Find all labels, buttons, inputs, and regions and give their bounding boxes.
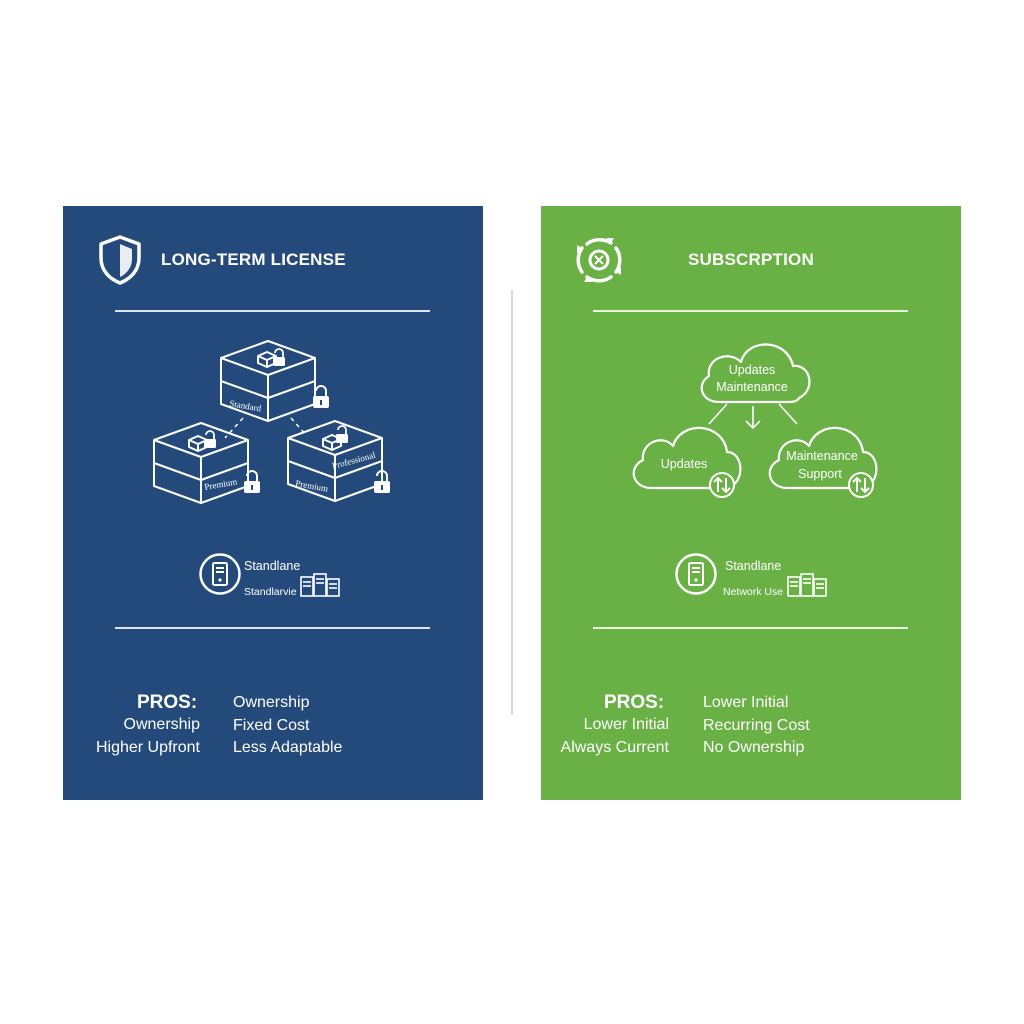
subscription-panel: SUBSCRPTION Updates Maintenance Updates … bbox=[541, 206, 961, 800]
lock-icon bbox=[244, 470, 260, 493]
server-icon bbox=[199, 553, 241, 595]
cloud-left-label: Updates bbox=[661, 457, 708, 471]
subscription-deployment-line1: Standlane bbox=[725, 559, 782, 573]
server-icon bbox=[675, 553, 717, 595]
sync-icon bbox=[848, 472, 874, 498]
long-term-license-panel: LONG-TERM LICENSE bbox=[63, 206, 483, 800]
subscription-left-column: Lower Initial Always Current bbox=[561, 714, 669, 759]
subscription-pros-label: PROS: bbox=[604, 692, 665, 713]
list-item: Ownership bbox=[233, 694, 310, 711]
list-item: Less Adaptable bbox=[233, 739, 343, 756]
cloud-right-line1: Maintenance bbox=[786, 449, 858, 463]
shield-icon bbox=[99, 235, 141, 285]
list-item: Recurring Cost bbox=[703, 716, 810, 734]
license-bottom-divider bbox=[115, 627, 430, 629]
lock-icon bbox=[313, 385, 329, 408]
list-item: Ownership bbox=[123, 716, 200, 733]
license-right-column: Ownership Fixed Cost Less Adaptable bbox=[233, 692, 342, 760]
list-item: No Ownership bbox=[703, 739, 805, 756]
lock-icon bbox=[336, 425, 348, 443]
subscription-bottom-divider bbox=[593, 627, 908, 629]
cloud-icon bbox=[700, 343, 811, 404]
professional-label: Professional bbox=[331, 450, 377, 471]
professional-edition-box bbox=[287, 420, 383, 502]
subscription-deployment-line2: Network Use bbox=[723, 586, 784, 598]
list-item: Fixed Cost bbox=[233, 716, 310, 734]
license-title: LONG-TERM LICENSE bbox=[161, 250, 346, 269]
subscription-top-divider bbox=[593, 310, 908, 312]
list-item: Always Current bbox=[560, 738, 669, 756]
center-divider bbox=[511, 290, 513, 715]
premium-label-right: Premium bbox=[295, 478, 329, 494]
list-item: Lower Initial bbox=[703, 694, 789, 711]
license-editions-illustration: Standard Premium Professional Premium bbox=[153, 340, 390, 504]
license-deployment-line1: Standlane bbox=[244, 559, 301, 573]
license-pros-label: PROS: bbox=[137, 692, 198, 713]
subscription-right-column: Lower Initial Recurring Cost No Ownershi… bbox=[703, 692, 810, 760]
lock-icon bbox=[374, 470, 390, 493]
cloud-right-line2: Support bbox=[798, 467, 842, 481]
cloud-top-line2: Maintenance bbox=[716, 380, 788, 394]
list-item: Higher Upfront bbox=[95, 738, 200, 756]
lock-icon bbox=[204, 430, 216, 448]
cloud-top-line1: Updates bbox=[729, 363, 776, 377]
license-top-divider bbox=[115, 310, 430, 312]
premium-label: Premium bbox=[204, 476, 238, 492]
list-item: Lower Initial bbox=[583, 716, 669, 733]
license-left-column: Ownership Higher Upfront bbox=[96, 714, 200, 759]
premium-edition-box bbox=[153, 422, 249, 504]
server-rack-icon bbox=[300, 573, 340, 597]
subscription-clouds-illustration: Updates Maintenance Updates Maintenance … bbox=[632, 343, 878, 498]
subscription-title: SUBSCRPTION bbox=[688, 250, 814, 269]
lock-icon bbox=[273, 348, 285, 366]
cycle-icon bbox=[576, 238, 622, 283]
standard-label: Standard bbox=[229, 398, 263, 413]
server-rack-icon bbox=[787, 573, 827, 597]
license-deployment-line2: Standlarvie bbox=[244, 586, 297, 598]
sync-icon bbox=[709, 472, 735, 498]
